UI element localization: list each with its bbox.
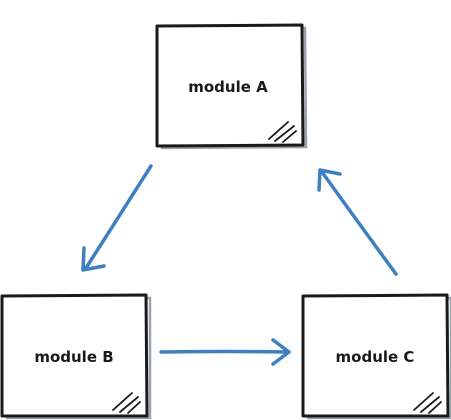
module-a-border [155, 23, 305, 148]
module-c-label: module C [336, 348, 415, 366]
hatch-mark-icon [112, 392, 141, 414]
arrow-head-icon [271, 338, 291, 366]
hatch-mark-icon [413, 392, 442, 414]
hatch-mark-icon [268, 121, 297, 143]
module-a-box[interactable]: module A [155, 23, 308, 150]
module-c-border [301, 293, 450, 418]
module-b-label: module B [34, 348, 113, 366]
module-b-box[interactable]: module B [0, 293, 152, 420]
module-b-border [0, 293, 149, 418]
module-c-box[interactable]: module C [301, 293, 451, 420]
arrow-head-icon [317, 168, 342, 192]
arrow-head-icon [81, 246, 106, 272]
arrow-a-to-b [81, 164, 153, 272]
arrow-c-to-a [317, 168, 398, 276]
arrow-b-to-c [159, 338, 291, 366]
module-a-label: module A [188, 78, 268, 96]
